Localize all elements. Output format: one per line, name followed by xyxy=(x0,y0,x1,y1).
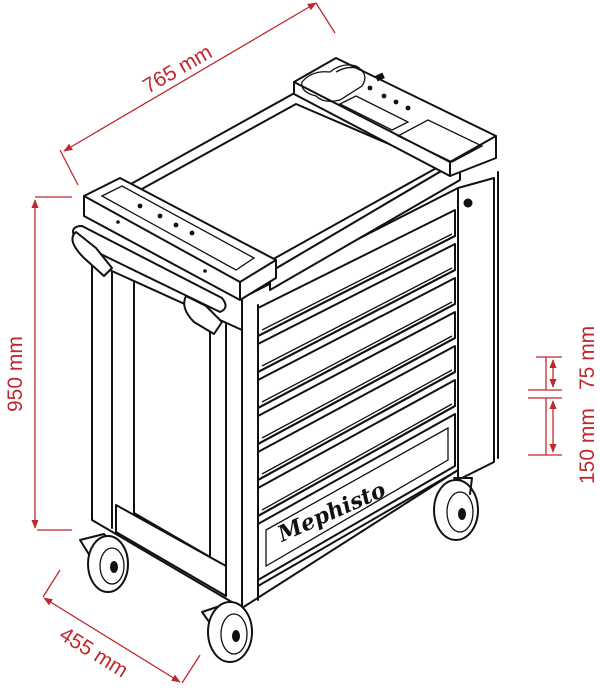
top-surface xyxy=(83,57,497,301)
caster-back-right xyxy=(433,477,479,541)
push-handle[interactable] xyxy=(71,225,227,335)
caster-front-left xyxy=(79,533,129,593)
drawers: Mephisto xyxy=(257,209,456,587)
right-post xyxy=(457,177,495,481)
drawer-2[interactable] xyxy=(257,243,456,373)
drawer-5[interactable] xyxy=(257,345,456,481)
lock-icon xyxy=(463,198,473,208)
drawer-7-large[interactable] xyxy=(257,413,456,581)
height-label: 950 mm xyxy=(4,336,27,412)
drawer-height-dimensions: 75 mm 150 mm xyxy=(528,326,599,484)
depth-label: 455 mm xyxy=(55,623,132,683)
width-label: 765 mm xyxy=(139,40,216,98)
casters xyxy=(79,477,479,663)
height-dimension: 950 mm xyxy=(4,196,72,531)
right-tool-tray xyxy=(293,57,497,177)
drawer-3[interactable] xyxy=(257,277,456,409)
drawer-small-label: 75 mm xyxy=(576,326,599,390)
drawer-4[interactable] xyxy=(257,311,456,445)
depth-dimension: 455 mm xyxy=(42,569,201,684)
left-tool-tray xyxy=(83,177,277,301)
drawer-large-label: 150 mm xyxy=(576,408,599,484)
drawer-1[interactable] xyxy=(257,209,456,337)
drawer-6[interactable] xyxy=(257,379,456,517)
caster-front-right xyxy=(201,601,253,663)
